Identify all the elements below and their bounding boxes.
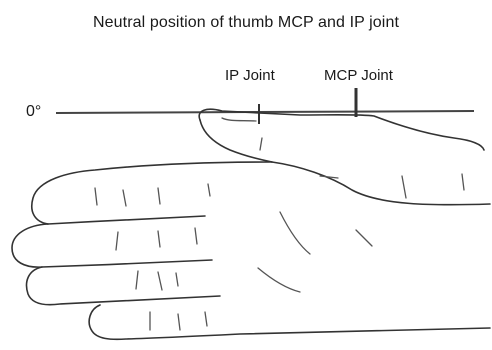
- hand-outline: [12, 109, 490, 339]
- hand-creases: [95, 118, 464, 330]
